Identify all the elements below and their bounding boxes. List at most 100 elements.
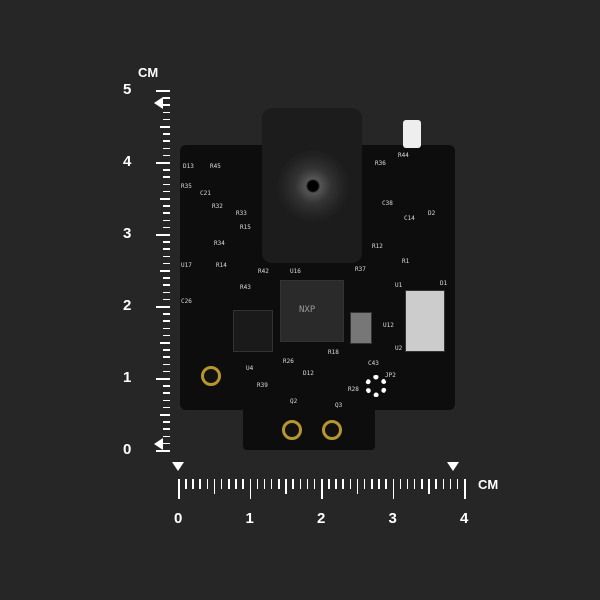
ruler-tick xyxy=(163,327,170,330)
ruler-tick xyxy=(160,126,170,128)
ruler-tick xyxy=(185,479,187,489)
component-label: R18 xyxy=(328,349,339,356)
ruler-tick xyxy=(163,313,170,315)
ruler-tick xyxy=(163,320,170,322)
ruler-tick xyxy=(160,342,170,344)
ruler-label: 2 xyxy=(317,510,326,527)
ruler-tick xyxy=(163,205,170,207)
ruler-tick xyxy=(156,306,170,308)
ruler-tick xyxy=(156,450,170,452)
component-label: R14 xyxy=(216,262,227,269)
ruler-tick xyxy=(163,356,170,358)
ruler-tick xyxy=(163,370,170,373)
ruler-tick xyxy=(306,479,309,489)
ruler-tick xyxy=(163,226,170,229)
component-label: U16 xyxy=(290,268,301,275)
crystal xyxy=(350,312,372,344)
ruler-tick xyxy=(242,479,244,489)
ruler-tick xyxy=(163,154,170,157)
ruler-tick xyxy=(428,479,430,494)
ruler-tick xyxy=(160,414,170,416)
ruler-tick xyxy=(163,133,170,135)
component-label: U12 xyxy=(383,322,394,329)
ruler-tick xyxy=(449,479,452,489)
component-label: R37 xyxy=(355,266,366,273)
ruler-tick xyxy=(464,479,466,499)
ruler-tick xyxy=(163,363,170,366)
ruler-tick xyxy=(163,262,170,265)
ruler-label: 0 xyxy=(174,510,183,527)
ruler-tick xyxy=(356,479,359,494)
ruler-tick xyxy=(192,479,194,489)
ruler-tick xyxy=(163,435,170,438)
ruler-tick xyxy=(421,479,423,489)
component-label: D13 xyxy=(183,163,194,170)
component-label: R12 xyxy=(372,243,383,250)
ruler-tick xyxy=(163,385,170,387)
ruler-tick xyxy=(285,479,287,494)
ruler-tick xyxy=(163,255,170,258)
ruler-tick xyxy=(292,479,294,489)
component-label: U17 xyxy=(181,262,192,269)
component-label: R45 xyxy=(210,163,221,170)
ruler-tick xyxy=(456,479,459,489)
ruler-tick xyxy=(156,378,170,380)
ruler-tick xyxy=(406,479,409,489)
ruler-tick xyxy=(163,284,170,286)
ruler-tick xyxy=(392,479,394,499)
ruler-tick xyxy=(206,479,209,489)
ruler-tick xyxy=(199,479,201,489)
ruler-tick xyxy=(163,183,170,186)
vertical-ruler-marker-top xyxy=(154,97,163,109)
ruler-tick xyxy=(349,479,352,489)
ruler-tick xyxy=(163,147,170,150)
ruler-tick xyxy=(313,479,316,489)
pcb-bottom-tab xyxy=(243,395,375,450)
ruler-label: 5 xyxy=(123,81,132,98)
ruler-tick xyxy=(163,349,170,351)
component-label: D2 xyxy=(428,210,436,217)
component-label: U1 xyxy=(395,282,403,289)
ruler-tick xyxy=(163,406,170,409)
ruler-label: 3 xyxy=(123,225,132,242)
component-label: R34 xyxy=(214,240,225,247)
ruler-tick xyxy=(163,248,170,250)
ruler-label: 2 xyxy=(123,297,132,314)
component-label: Q3 xyxy=(335,402,343,409)
ruler-tick xyxy=(263,479,266,489)
vertical-ruler-unit: CM xyxy=(138,65,159,80)
component-label: R44 xyxy=(398,152,409,159)
ruler-tick xyxy=(435,479,437,489)
ruler-tick xyxy=(163,334,170,337)
component-label: R43 xyxy=(240,284,251,291)
gear-logo-icon xyxy=(365,375,387,397)
component-label: C43 xyxy=(368,360,379,367)
ruler-tick xyxy=(156,90,170,92)
ruler-label: 0 xyxy=(123,441,132,458)
component-label: R33 xyxy=(236,210,247,217)
ruler-tick xyxy=(163,392,170,394)
component-label: R35 xyxy=(181,183,192,190)
button[interactable] xyxy=(403,120,421,148)
main-processor-chip: NXP xyxy=(280,280,344,342)
ruler-tick xyxy=(160,270,170,272)
component-label: U4 xyxy=(246,365,254,372)
component-label: R39 xyxy=(257,382,268,389)
ruler-tick xyxy=(385,479,387,489)
vertical-ruler-marker-bottom xyxy=(154,438,163,450)
ruler-tick xyxy=(163,421,170,423)
horizontal-ruler-marker-right xyxy=(447,462,459,471)
ruler-tick xyxy=(178,479,180,499)
component-label: JP2 xyxy=(385,372,396,379)
horizontal-ruler-marker-left xyxy=(172,462,184,471)
ruler-tick xyxy=(228,479,230,489)
component-label: Q2 xyxy=(290,398,298,405)
horizontal-ruler-unit: CM xyxy=(478,477,499,492)
component-label: R36 xyxy=(375,160,386,167)
ruler-label: 1 xyxy=(245,510,254,527)
ruler-tick xyxy=(413,479,416,489)
lens xyxy=(277,150,349,222)
ruler-tick xyxy=(163,169,170,171)
ruler-tick xyxy=(399,479,402,489)
